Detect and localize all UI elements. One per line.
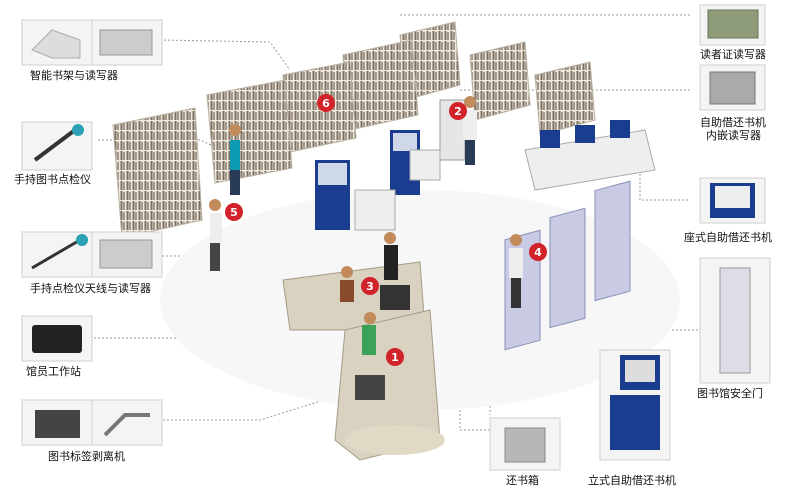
marker-3: 3 [366,280,374,293]
label-security-gate: 图书馆安全门 [697,387,763,400]
label-staff-workstation: 馆员工作站 [26,365,81,378]
label-standing-selfservice: 立式自助借还书机 [588,474,676,487]
label-handheld-antenna-reader: 手持点检仪天线与读写器 [30,282,151,295]
label-book-return-box: 还书箱 [506,474,539,487]
marker-2: 2 [454,105,462,118]
label-handheld-inventory: 手持图书点检仪 [14,173,91,186]
label-embedded-reader-line1: 自助借还书机 [700,116,766,129]
label-embedded-reader-line2: 内嵌读写器 [706,129,761,142]
label-smart-shelf-reader: 智能书架与读写器 [30,69,118,82]
marker-6: 6 [322,97,330,110]
label-desktop-selfservice: 座式自助借还书机 [684,231,772,244]
label-tag-stripper: 图书标签剥离机 [48,450,125,463]
marker-1: 1 [391,351,399,364]
marker-5: 5 [230,206,238,219]
label-card-reader: 读者证读写器 [700,48,766,61]
marker-4: 4 [534,246,542,259]
